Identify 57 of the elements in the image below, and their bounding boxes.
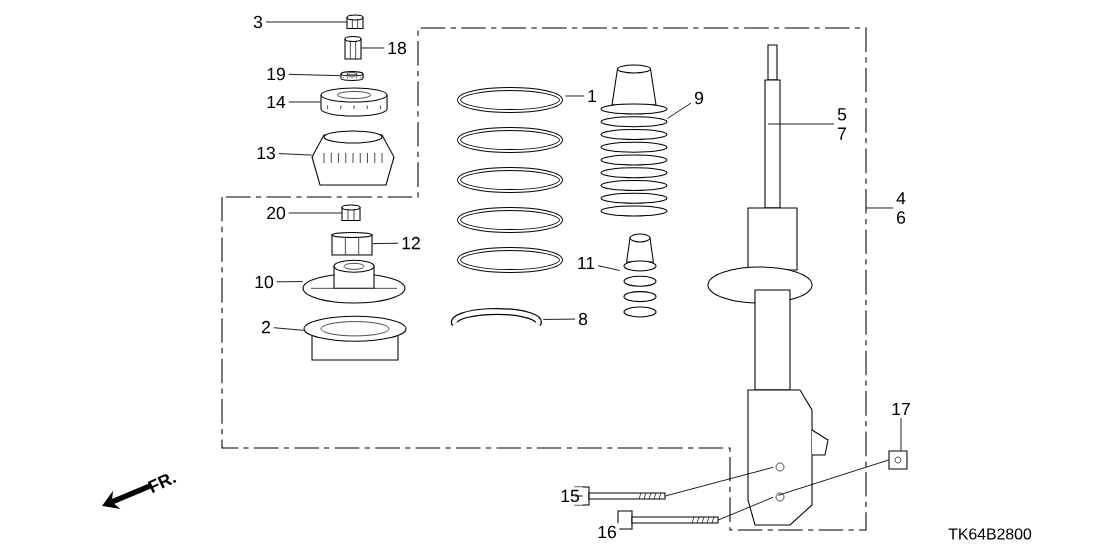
callout-number: 2 [258, 318, 274, 336]
dust-boot-drawing [600, 64, 668, 217]
part-drawing [340, 70, 364, 82]
leader-line [574, 495, 584, 497]
bolt-drawing [617, 510, 719, 530]
callout-number: 12 [398, 234, 424, 252]
leader-line [542, 318, 576, 320]
callout-number: 10 [251, 273, 277, 291]
leader-line [276, 281, 304, 283]
mount-drawing [311, 130, 395, 186]
callout-number: 19 [263, 65, 289, 83]
leader-line [597, 265, 621, 271]
leader-line [371, 242, 399, 245]
callout-number: 14 [263, 93, 289, 111]
callout-number: 16 [594, 523, 620, 541]
callout-number: 13 [253, 144, 279, 162]
nut-drawing [888, 450, 908, 470]
shock-strut-drawing [707, 44, 829, 526]
callout-number: 18 [384, 39, 410, 57]
leader-line [288, 212, 343, 214]
assembly-line [664, 466, 774, 497]
seat-drawing [303, 315, 407, 361]
leader-line [273, 327, 305, 331]
callout-number: 5 7 [834, 105, 850, 143]
leader-line [278, 153, 313, 156]
leader-line [265, 21, 348, 23]
leader-line [767, 123, 835, 125]
spring-seat-drawing [451, 308, 542, 325]
part-drawing [341, 204, 361, 221]
part-drawing [346, 14, 364, 30]
callout-number: 17 [888, 400, 914, 418]
part-drawing [344, 35, 362, 60]
callout-number: 20 [263, 204, 289, 222]
part-drawing [331, 231, 373, 256]
callout-number: 8 [575, 310, 591, 328]
part-drawing [320, 87, 388, 117]
leader-line [564, 95, 585, 97]
leader-line [619, 528, 621, 530]
leader-line [900, 417, 902, 452]
callout-number: 11 [574, 254, 598, 272]
callout-number: 9 [691, 89, 707, 107]
callout-number: 4 6 [893, 189, 909, 227]
assembly-line [717, 496, 774, 521]
callout-number: 1 [584, 87, 600, 105]
callout-number: 3 [250, 13, 266, 31]
leader-line [666, 102, 692, 119]
plate-drawing [302, 259, 406, 304]
leader-line [288, 73, 342, 77]
leader-line [360, 47, 385, 49]
drawing-code: TK64B2800 [948, 528, 1032, 540]
bump-stop-drawing [623, 233, 657, 318]
coil-spring-drawing [457, 87, 563, 273]
direction-label: FR. [147, 474, 177, 493]
leader-line [288, 101, 322, 103]
callout-number: 15 [557, 487, 583, 505]
leader-line [865, 207, 894, 209]
assembly-line [777, 459, 890, 496]
